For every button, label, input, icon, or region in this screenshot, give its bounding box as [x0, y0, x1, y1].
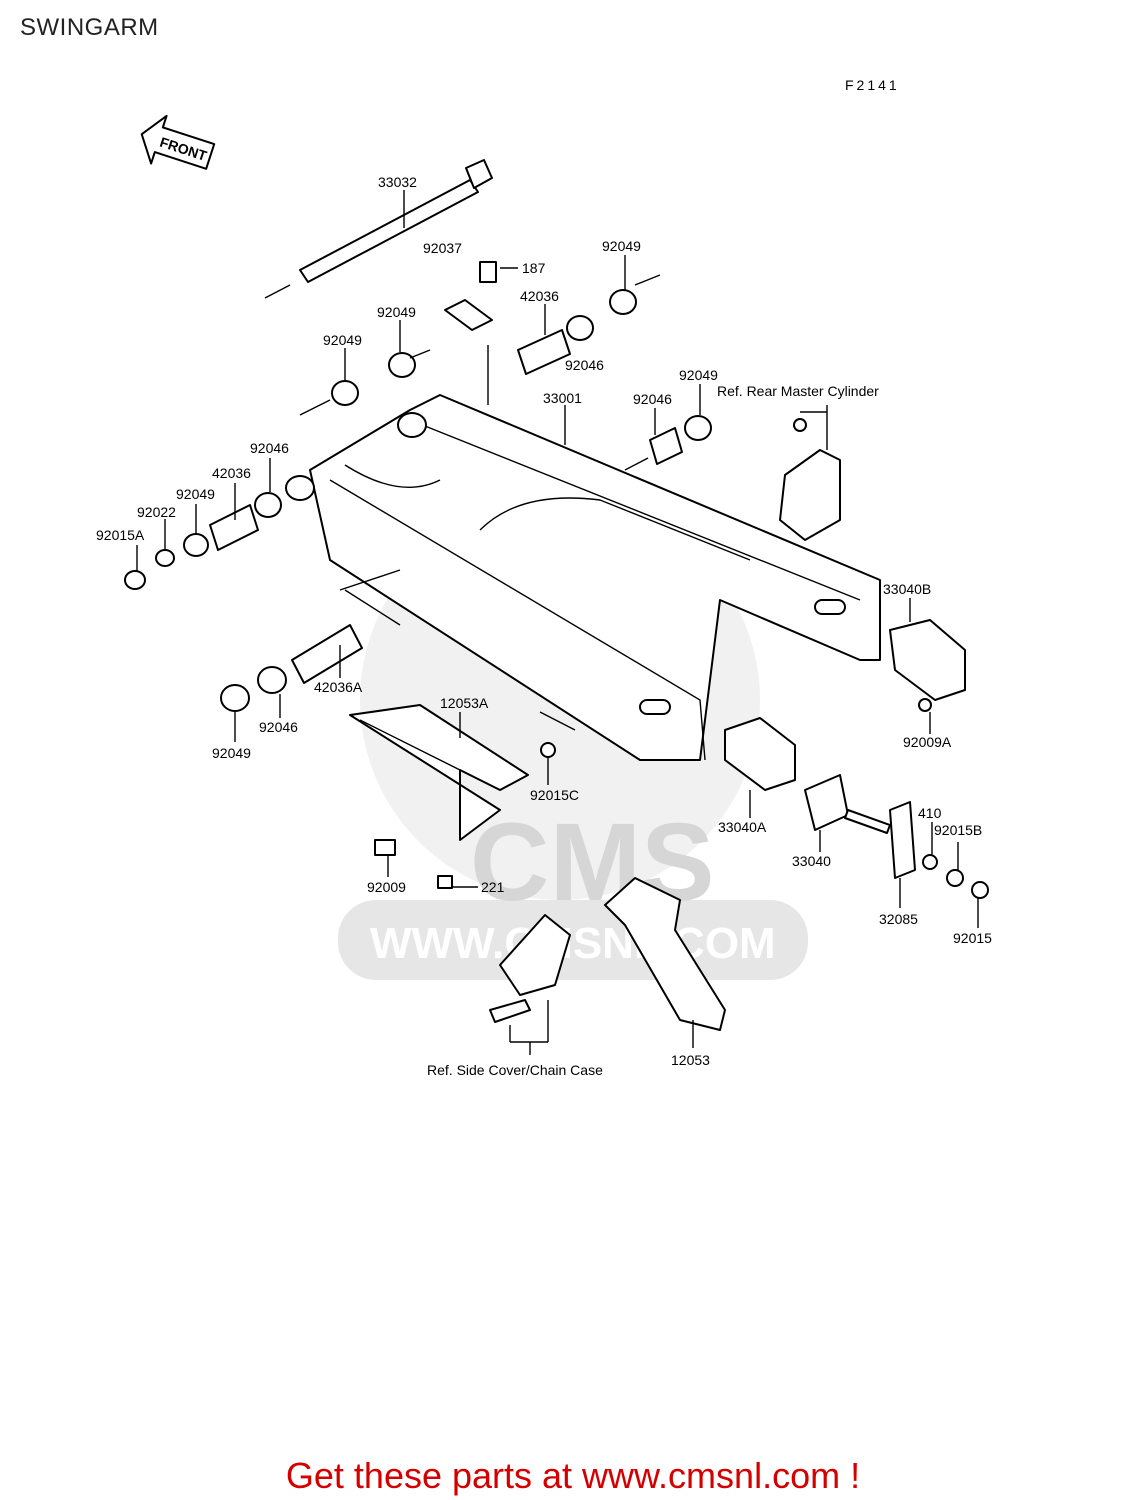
label-33040B: 33040B — [883, 581, 931, 597]
label-92015B: 92015B — [934, 822, 982, 838]
label-187: 187 — [522, 260, 546, 276]
part-number-labels: 33032 187 92037 92049 42036 92049 92046 … — [96, 174, 992, 1078]
assembly-guide-lines — [299, 274, 661, 731]
label-92049-mid: 92049 — [377, 304, 416, 320]
page-title: SWINGARM — [20, 14, 159, 41]
label-92049-lower: 92049 — [212, 745, 251, 761]
label-92009: 92009 — [367, 879, 406, 895]
label-92049-right: 92049 — [679, 367, 718, 383]
label-ref-side-cover-chain-case: Ref. Side Cover/Chain Case — [427, 1062, 603, 1078]
label-92037: 92037 — [423, 240, 462, 256]
label-33040A: 33040A — [718, 819, 767, 835]
label-410: 410 — [918, 805, 942, 821]
label-221: 221 — [481, 879, 505, 895]
label-12053A: 12053A — [440, 695, 489, 711]
label-92046-lower: 92046 — [259, 719, 298, 735]
label-32085: 32085 — [879, 911, 918, 927]
label-ref-rear-master-cylinder: Ref. Rear Master Cylinder — [717, 383, 879, 399]
chain-guide-upper — [349, 704, 556, 889]
label-92049-top: 92049 — [602, 238, 641, 254]
chain-adjuster-33040A — [724, 717, 796, 791]
label-33032: 33032 — [378, 174, 417, 190]
front-arrow-icon: FRONT — [140, 114, 216, 170]
chain-case-lower — [489, 877, 726, 1055]
label-92015A: 92015A — [96, 527, 145, 543]
label-92015: 92015 — [953, 930, 992, 946]
label-42036-left: 42036 — [212, 465, 251, 481]
chain-adjuster-33040 — [804, 774, 989, 899]
label-92009A: 92009A — [903, 734, 952, 750]
leader-lines — [136, 255, 979, 1048]
label-33001: 33001 — [543, 390, 582, 406]
label-92049-left-top: 92049 — [323, 332, 362, 348]
label-33040: 33040 — [792, 853, 831, 869]
master-cylinder-bracket — [779, 405, 841, 541]
bearing-set-right — [649, 415, 712, 465]
shop-link-footer[interactable]: Get these parts at www.cmsnl.com ! — [285, 1455, 861, 1496]
label-42036A: 42036A — [314, 679, 363, 695]
label-92015C: 92015C — [530, 787, 579, 803]
label-92022: 92022 — [137, 504, 176, 520]
label-92046-top: 92046 — [565, 357, 604, 373]
label-42036-top: 42036 — [520, 288, 559, 304]
chain-adjuster-33040B — [889, 619, 966, 712]
watermark-url: WWW.CMSNL.COM — [370, 919, 776, 968]
pivot-shaft — [264, 159, 493, 299]
swingarm-body — [285, 394, 881, 761]
label-92046-left: 92046 — [250, 440, 289, 456]
bearing-set-lower — [220, 624, 363, 712]
label-92049-left: 92049 — [176, 486, 215, 502]
label-92046-right: 92046 — [633, 391, 672, 407]
bearing-set-left — [124, 492, 282, 590]
figure-code: F2141 — [845, 77, 900, 93]
bearing-set-top — [331, 261, 637, 406]
label-12053: 12053 — [671, 1052, 710, 1068]
